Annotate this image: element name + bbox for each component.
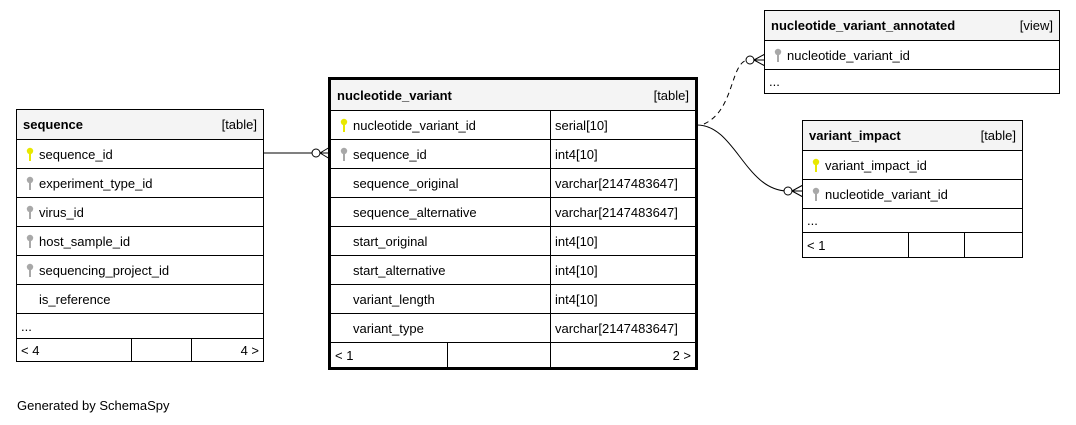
column-name: variant_type	[353, 320, 424, 336]
column-row[interactable]: nucleotide_variant_id serial[10]	[331, 111, 695, 140]
column-name: start_alternative	[353, 262, 446, 278]
column-row[interactable]: sequence_original varchar[2147483647]	[331, 169, 695, 198]
parent-count[interactable]: < 1	[803, 233, 909, 257]
table-kind: [table]	[221, 117, 257, 132]
column-name: start_original	[353, 233, 428, 249]
column-name: virus_id	[39, 204, 84, 220]
child-count[interactable]: 2 >	[672, 347, 691, 363]
ellipsis: ...	[807, 213, 818, 228]
table-footer: < 1	[803, 233, 1022, 257]
column-name: variant_length	[353, 291, 435, 307]
column-row[interactable]: variant_impact_id	[803, 151, 1022, 180]
column-name: nucleotide_variant_id	[353, 117, 476, 133]
column-type: int4[10]	[555, 291, 598, 307]
primary-key-icon	[21, 147, 39, 161]
column-row[interactable]: sequence_id	[17, 140, 263, 169]
parent-count[interactable]: < 4	[17, 339, 132, 361]
primary-key-icon	[807, 158, 825, 172]
column-row[interactable]: sequencing_project_id	[17, 256, 263, 285]
column-name: sequence_id	[353, 146, 427, 162]
child-count[interactable]: 4 >	[240, 342, 259, 358]
table-header: variant_impact [table]	[803, 121, 1022, 151]
table-variant-impact[interactable]: variant_impact [table] variant_impact_id…	[802, 120, 1023, 258]
column-row[interactable]: nucleotide_variant_id	[765, 41, 1059, 70]
many-crowfoot-marker	[791, 184, 804, 198]
column-type: varchar[2147483647]	[555, 320, 678, 336]
column-name: nucleotide_variant_id	[787, 47, 910, 63]
column-type: int4[10]	[555, 233, 598, 249]
column-type: int4[10]	[555, 262, 598, 278]
column-type: int4[10]	[555, 146, 598, 162]
foreign-key-icon	[807, 187, 825, 201]
table-sequence[interactable]: sequence [table] sequence_id experiment_…	[16, 109, 264, 362]
footer-middle	[448, 343, 551, 367]
table-footer: < 1 2 >	[331, 343, 695, 367]
table-header: nucleotide_variant [table]	[331, 80, 695, 111]
column-name: nucleotide_variant_id	[825, 186, 948, 202]
zero-cardinality-marker	[783, 186, 793, 196]
column-row[interactable]: sequence_alternative varchar[2147483647]	[331, 198, 695, 227]
column-row[interactable]: variant_type varchar[2147483647]	[331, 314, 695, 343]
column-type: varchar[2147483647]	[555, 175, 678, 191]
column-row[interactable]: start_original int4[10]	[331, 227, 695, 256]
column-name: host_sample_id	[39, 233, 131, 249]
generated-by-text: Generated by SchemaSpy	[17, 398, 170, 413]
ellipsis-row: ...	[765, 70, 1059, 93]
table-footer: < 4 4 >	[17, 339, 263, 361]
column-row[interactable]: variant_length int4[10]	[331, 285, 695, 314]
table-name: variant_impact	[809, 128, 901, 143]
column-name: sequence_id	[39, 146, 113, 162]
table-header: nucleotide_variant_annotated [view]	[765, 11, 1059, 41]
column-type: serial[10]	[555, 117, 608, 133]
footer-middle	[132, 339, 192, 361]
table-kind: [table]	[980, 128, 1016, 143]
column-row[interactable]: nucleotide_variant_id	[803, 180, 1022, 209]
parent-count[interactable]: < 1	[331, 343, 448, 367]
foreign-key-icon	[335, 147, 353, 161]
foreign-key-icon	[21, 176, 39, 190]
view-nucleotide-variant-annotated[interactable]: nucleotide_variant_annotated [view] nucl…	[764, 10, 1060, 94]
table-kind: [view]	[1019, 18, 1053, 33]
foreign-key-icon	[21, 263, 39, 277]
column-row[interactable]: virus_id	[17, 198, 263, 227]
relation-nucleotide-variant-annotated-view	[703, 59, 749, 125]
column-row[interactable]: start_alternative int4[10]	[331, 256, 695, 285]
column-row[interactable]: sequence_id int4[10]	[331, 140, 695, 169]
column-name: experiment_type_id	[39, 175, 153, 191]
table-kind: [table]	[653, 87, 689, 103]
column-name: sequence_original	[353, 175, 459, 191]
ellipsis-row: ...	[17, 314, 263, 339]
foreign-key-icon	[21, 205, 39, 219]
table-header: sequence [table]	[17, 110, 263, 140]
child-count[interactable]	[965, 233, 1022, 257]
column-row[interactable]: is_reference	[17, 285, 263, 314]
table-name: sequence	[23, 117, 83, 132]
foreign-key-icon	[21, 234, 39, 248]
foreign-key-icon	[769, 48, 787, 62]
primary-key-icon	[335, 118, 353, 132]
column-name: sequencing_project_id	[39, 262, 170, 278]
relation-nucleotide-variant-variant-impact	[696, 124, 788, 192]
table-name: nucleotide_variant_annotated	[771, 18, 956, 33]
column-name: is_reference	[39, 291, 111, 307]
column-name: sequence_alternative	[353, 204, 477, 220]
ellipsis-row: ...	[803, 209, 1022, 233]
table-nucleotide-variant[interactable]: nucleotide_variant [table] nucleotide_va…	[328, 77, 698, 370]
many-crowfoot-marker	[753, 53, 766, 67]
ellipsis: ...	[769, 74, 780, 89]
column-row[interactable]: host_sample_id	[17, 227, 263, 256]
zero-cardinality-marker	[311, 148, 321, 158]
table-name: nucleotide_variant	[337, 87, 452, 103]
column-name: variant_impact_id	[825, 157, 927, 173]
footer-middle	[909, 233, 965, 257]
zero-cardinality-marker	[745, 55, 755, 65]
column-row[interactable]: experiment_type_id	[17, 169, 263, 198]
column-type: varchar[2147483647]	[555, 204, 678, 220]
ellipsis: ...	[21, 318, 32, 334]
